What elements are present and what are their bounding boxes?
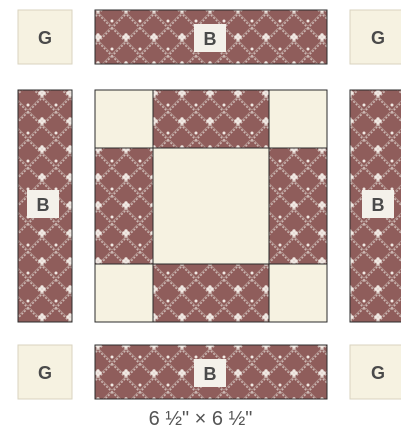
block-side-bottom <box>153 264 269 322</box>
center-nine-patch-block <box>95 90 327 322</box>
block-corner-tl <box>95 90 153 148</box>
corner-square-bottom-left: G <box>18 345 72 399</box>
corner-square-top-left: G <box>18 10 72 64</box>
label-g: G <box>38 28 52 48</box>
border-strip-left: B <box>18 90 72 322</box>
label-g: G <box>38 363 52 383</box>
border-strip-right: B <box>350 90 401 322</box>
border-strip-bottom: B <box>95 345 327 399</box>
block-corner-tr <box>269 90 327 148</box>
label-b: B <box>37 195 50 215</box>
corner-square-top-right: G <box>350 10 401 64</box>
corner-square-bottom-right: G <box>350 345 401 399</box>
block-center-square <box>153 148 269 264</box>
block-size-caption: 6 ½" × 6 ½" <box>0 408 401 431</box>
label-g: G <box>371 28 385 48</box>
label-b: B <box>204 364 217 384</box>
label-b: B <box>204 29 217 49</box>
block-corner-br <box>269 264 327 322</box>
block-side-left <box>95 148 153 264</box>
block-side-right <box>269 148 327 264</box>
block-side-top <box>153 90 269 148</box>
label-g: G <box>371 363 385 383</box>
border-strip-top: B <box>95 10 327 64</box>
block-corner-bl <box>95 264 153 322</box>
label-b: B <box>372 195 385 215</box>
